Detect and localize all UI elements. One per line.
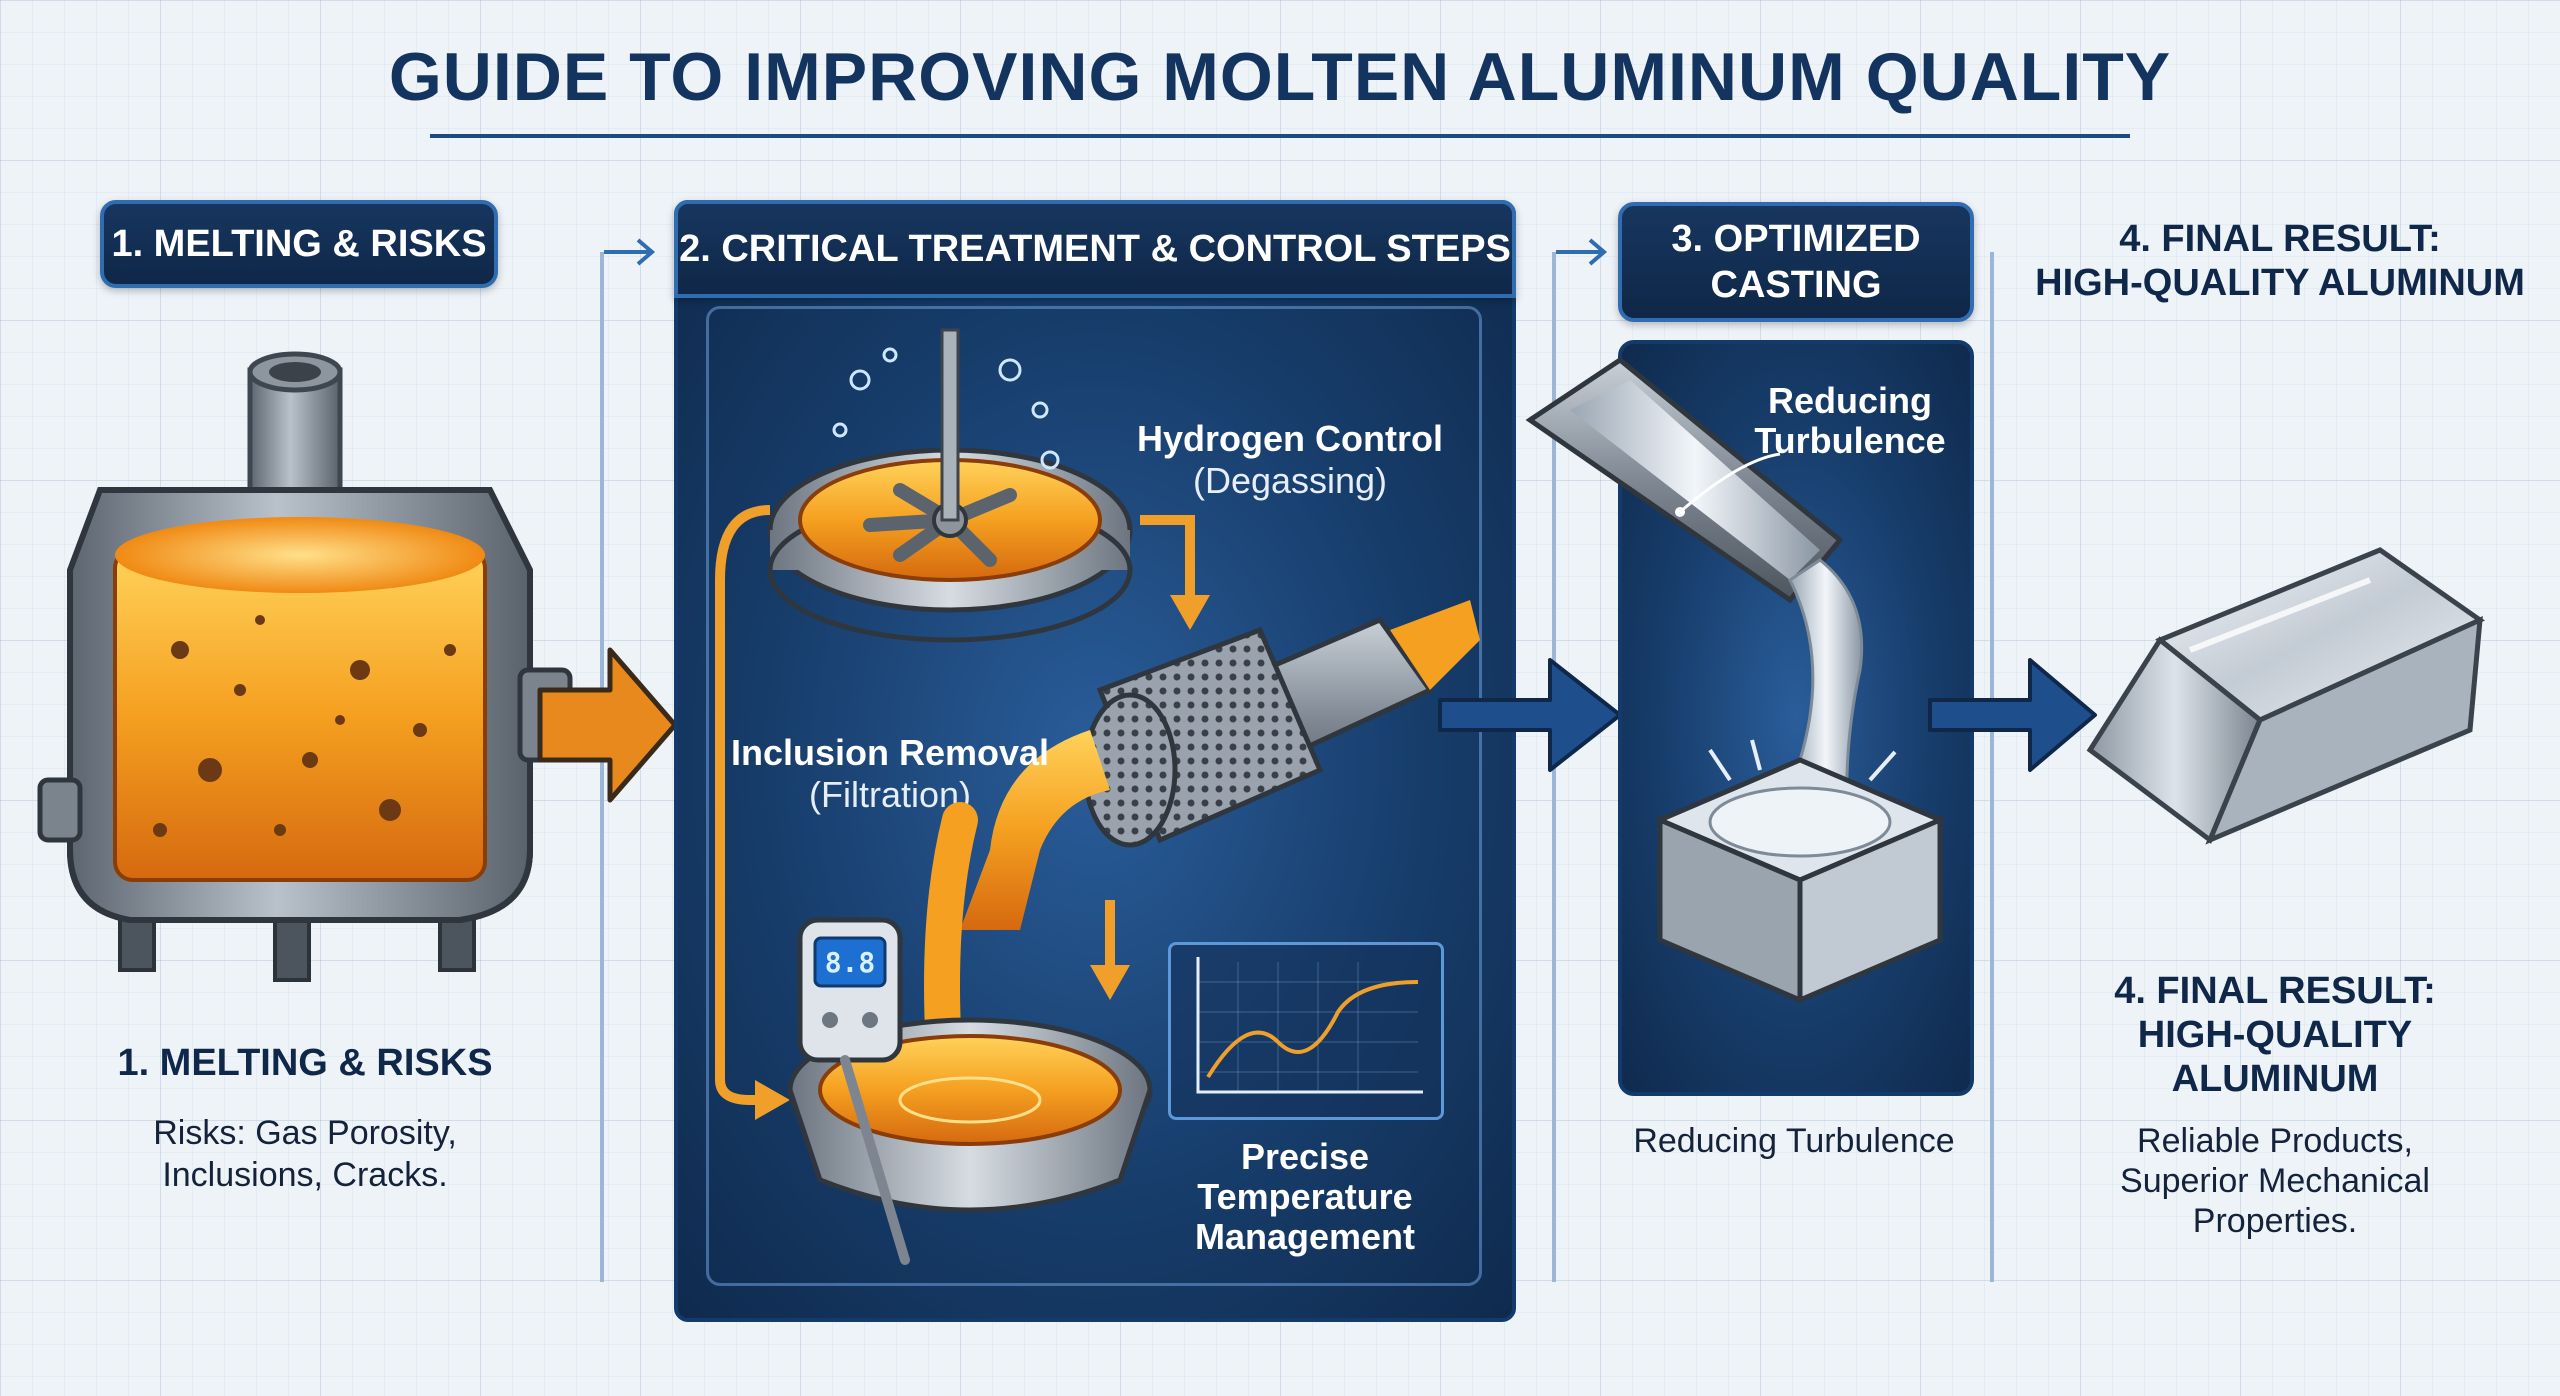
title-underline xyxy=(430,134,2130,138)
temperature-line3: Management xyxy=(1194,1216,1416,1257)
flow-arrow-icon xyxy=(1928,658,2097,772)
step1-label: 1. MELTING & RISKS xyxy=(100,200,498,288)
temperature-line2: Temperature xyxy=(1197,1176,1413,1217)
step3-label-line2: CASTING xyxy=(1710,264,1882,306)
annotation-leader-line xyxy=(1675,452,1781,517)
step4-caption-line2: HIGH-QUALITY xyxy=(2137,1014,2413,1056)
thermometer-readout: 8.8 xyxy=(825,946,876,979)
step4-caption-line3: ALUMINUM xyxy=(2171,1058,2379,1100)
hydrogen-control-title: Hydrogen Control xyxy=(1137,418,1443,459)
step2-label-text: 2. CRITICAL TREATMENT & CONTROL STEPS xyxy=(679,227,1511,270)
aluminum-ingot-icon xyxy=(2086,547,2486,845)
connector-line-3 xyxy=(1990,252,1994,1282)
casting-launder-icon xyxy=(1525,356,1864,862)
step1-caption-line2: Inclusions, Cracks. xyxy=(162,1156,448,1194)
flow-arrow-icon xyxy=(1438,658,1622,772)
flow-arrow-icon xyxy=(715,505,1210,1120)
step4-heading-line1: 4. FINAL RESULT: xyxy=(2119,218,2441,260)
flow-arrow-icon xyxy=(537,647,678,803)
step4-heading-line2: HIGH-QUALITY ALUMINUM xyxy=(2035,262,2525,304)
temperature-chart-icon xyxy=(1196,957,1423,1094)
page-title: GUIDE TO IMPROVING MOLTEN ALUMINUM QUALI… xyxy=(388,39,2172,115)
casting-mold-icon xyxy=(1653,739,1947,1004)
step1-label-text: 1. MELTING & RISKS xyxy=(111,222,487,265)
ceramic-filter-icon xyxy=(960,600,1480,930)
step4-caption-line1: 4. FINAL RESULT: xyxy=(2114,970,2436,1012)
step2-inner-frame xyxy=(706,306,1482,1286)
thermometer-icon: 8.8 xyxy=(797,917,910,1265)
step1-caption-title: 1. MELTING & RISKS xyxy=(117,1042,493,1084)
step3-annotation-line2: Turbulence xyxy=(1754,420,1946,461)
hydrogen-control-sub: (Degassing) xyxy=(1192,460,1388,501)
furnace-icon xyxy=(37,351,573,982)
step4-desc-line1: Reliable Products, xyxy=(2137,1122,2413,1160)
connector-line-1 xyxy=(600,252,604,1282)
degassing-rotor-icon xyxy=(767,328,1133,643)
temperature-line1: Precise xyxy=(1240,1136,1370,1177)
step3-label: 3. OPTIMIZED CASTING xyxy=(1618,202,1974,322)
step3-caption: Reducing Turbulence xyxy=(1633,1122,1955,1160)
chevron-right-icon xyxy=(1556,238,1608,266)
step4-desc-line2: Superior Mechanical xyxy=(2120,1162,2430,1200)
inclusion-removal-title: Inclusion Removal xyxy=(730,732,1050,773)
chevron-right-icon xyxy=(604,238,656,266)
temperature-chart-box xyxy=(1168,942,1444,1120)
step3-label-line1: 3. OPTIMIZED xyxy=(1671,218,1921,260)
step1-caption-line1: Risks: Gas Porosity, xyxy=(153,1114,457,1152)
step4-desc-line3: Properties. xyxy=(2192,1202,2358,1240)
step2-label: 2. CRITICAL TREATMENT & CONTROL STEPS xyxy=(674,200,1516,298)
step3-annotation-line1: Reducing xyxy=(1767,380,1932,421)
inclusion-removal-sub: (Filtration) xyxy=(808,774,972,815)
